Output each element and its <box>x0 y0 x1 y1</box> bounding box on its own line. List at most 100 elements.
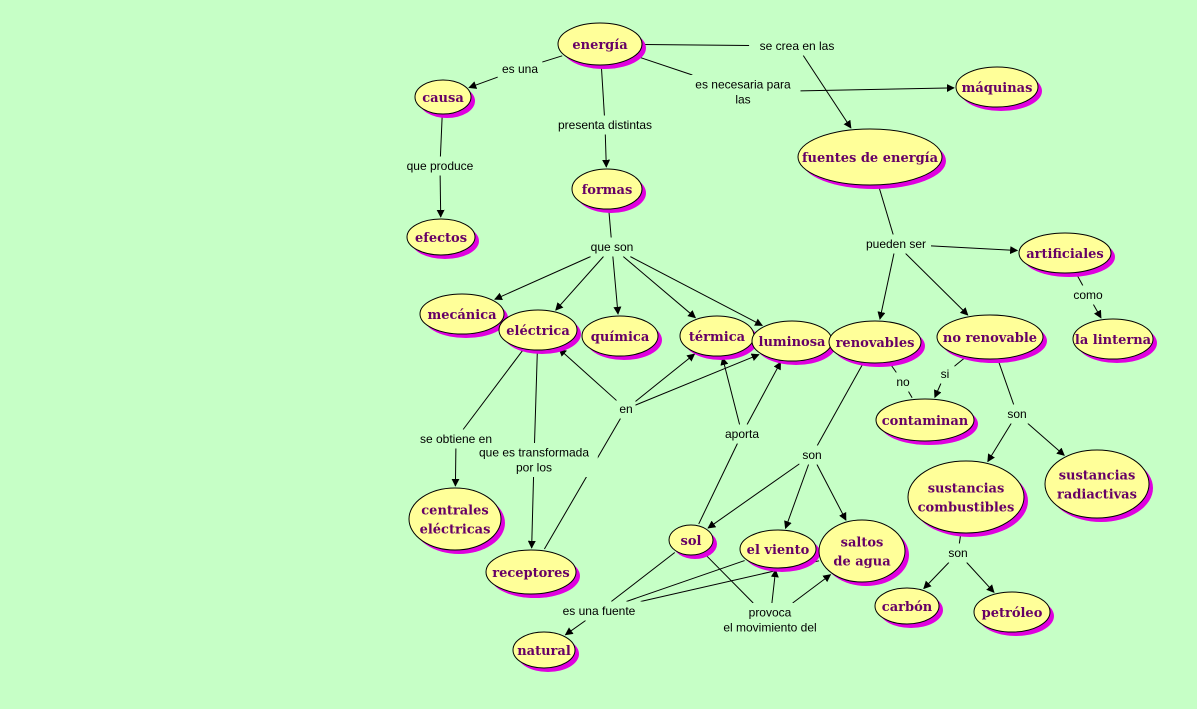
connector-son_comb-petroleo <box>966 562 995 593</box>
concept-bubble <box>414 79 472 115</box>
concept-label: centrales <box>421 504 488 519</box>
link-label-text: es necesaria para <box>695 78 791 92</box>
concept-contaminan[interactable]: contaminan <box>875 398 978 445</box>
concept-bubble <box>406 218 476 256</box>
concept-fuentes[interactable]: fuentes de energía <box>797 128 946 189</box>
concept-centrales[interactable]: centrales eléctricas <box>408 487 505 554</box>
link-label-text: son <box>948 546 967 560</box>
link-label-en: en <box>616 399 636 419</box>
link-label-text: como <box>1073 288 1103 302</box>
connector-si-contaminan <box>934 383 942 399</box>
concept-receptores[interactable]: receptores <box>485 549 580 598</box>
connector-son_norenov-radiactivas <box>1027 423 1065 456</box>
concept-saltos[interactable]: saltos de agua <box>818 519 909 586</box>
concept-energia[interactable]: energía <box>557 22 646 69</box>
concept-label: máquinas <box>962 81 1033 96</box>
connector-que_son-mecanica <box>494 256 591 301</box>
concept-causa[interactable]: causa <box>414 79 475 118</box>
link-label-text: pueden ser <box>866 237 926 251</box>
concept-termica[interactable]: térmica <box>679 315 758 360</box>
link-label-que_son: que son <box>586 237 638 257</box>
link-label-son_norenov: son <box>1004 404 1030 424</box>
concept-sol[interactable]: sol <box>668 524 717 559</box>
connector-que_son-termica <box>622 256 697 319</box>
connector-electrica-transformada <box>534 351 538 444</box>
concept-label: carbón <box>882 600 933 615</box>
connector-renovables-son_renov <box>816 363 864 446</box>
concept-efectos[interactable]: efectos <box>406 218 479 259</box>
concept-renovables[interactable]: renovables <box>828 320 925 367</box>
concept-maquinas[interactable]: máquinas <box>955 66 1042 111</box>
concept-label: sustancias <box>1059 469 1136 484</box>
connector-provoca-viento <box>770 569 779 604</box>
concept-bubble <box>875 398 975 442</box>
concept-label: luminosa <box>759 335 827 350</box>
link-label-no: no <box>893 372 913 392</box>
concept-formas[interactable]: formas <box>571 168 646 213</box>
concept-bubble <box>581 315 659 357</box>
concept-label: de agua <box>833 555 891 570</box>
concept-bubble <box>571 168 643 210</box>
link-label-text: son <box>802 448 821 462</box>
concept-label: natural <box>517 644 571 659</box>
link-label-text: presenta distintas <box>558 118 652 132</box>
link-label-son_comb: son <box>945 543 971 563</box>
concept-artificiales[interactable]: artificiales <box>1018 232 1115 277</box>
concept-label: energía <box>572 38 628 53</box>
connector-pueden_ser-renovables <box>877 253 895 320</box>
concept-bubble <box>1072 318 1154 360</box>
link-label-son_renov: son <box>799 445 825 465</box>
concept-electrica[interactable]: eléctrica <box>498 309 581 354</box>
connector-sol-es_una_fuente <box>611 552 676 602</box>
connector-no_renovable-si <box>954 357 965 367</box>
concept-label: receptores <box>492 566 570 581</box>
connector-energia-es_una <box>542 55 563 63</box>
connector-energia-se_crea <box>643 43 750 47</box>
concept-bubble <box>512 631 576 669</box>
connector-son_norenov-combustibles <box>987 423 1012 463</box>
connector-es_una-causa <box>468 76 498 89</box>
concept-bubble <box>936 314 1044 360</box>
connector-presenta-formas <box>602 134 611 168</box>
concept-label: petróleo <box>982 606 1043 621</box>
concept-viento[interactable]: el viento <box>739 529 820 572</box>
connector-pueden_ser-no_renovable <box>905 253 969 316</box>
concept-carbon[interactable]: carbón <box>874 587 943 628</box>
concept-bubble <box>874 587 940 625</box>
link-label-text: no <box>896 375 910 389</box>
concept-mecanica[interactable]: mecánica <box>419 293 508 338</box>
concept-label: la linterna <box>1075 333 1152 348</box>
link-label-es_una: es una <box>497 59 543 79</box>
link-label-text: son <box>1007 407 1026 421</box>
concept-label: renovables <box>836 336 915 351</box>
concept-luminosa[interactable]: luminosa <box>751 320 836 365</box>
concept-bubble <box>1018 232 1112 274</box>
connector-que_son-electrica <box>555 256 604 311</box>
concept-quimica[interactable]: química <box>581 315 662 360</box>
link-label-text: se obtiene en <box>420 432 492 446</box>
concept-bubble <box>668 524 714 556</box>
concept-no-renovable[interactable]: no renovable <box>936 314 1047 363</box>
connector-sol-aporta <box>698 443 738 525</box>
concept-label: contaminan <box>882 414 969 429</box>
connector-son_renov-viento <box>784 464 810 530</box>
concept-petroleo[interactable]: petróleo <box>973 591 1054 636</box>
concept-linterna[interactable]: la linterna <box>1072 318 1157 363</box>
concept-label: saltos <box>841 536 884 551</box>
link-label-text: se crea en las <box>760 39 835 53</box>
concept-label: combustibles <box>918 501 1015 516</box>
connector-electrica-se_obtiene <box>462 350 524 430</box>
concept-bubble <box>485 549 577 595</box>
connector-es_una_fuente-natural <box>564 620 586 636</box>
concept-natural[interactable]: natural <box>512 631 579 672</box>
link-label-text: aporta <box>725 427 759 441</box>
concept-label: no renovable <box>943 331 1037 346</box>
link-label-como: como <box>1072 285 1104 305</box>
concept-label: eléctricas <box>420 523 491 538</box>
link-label-text: es una <box>502 62 538 76</box>
